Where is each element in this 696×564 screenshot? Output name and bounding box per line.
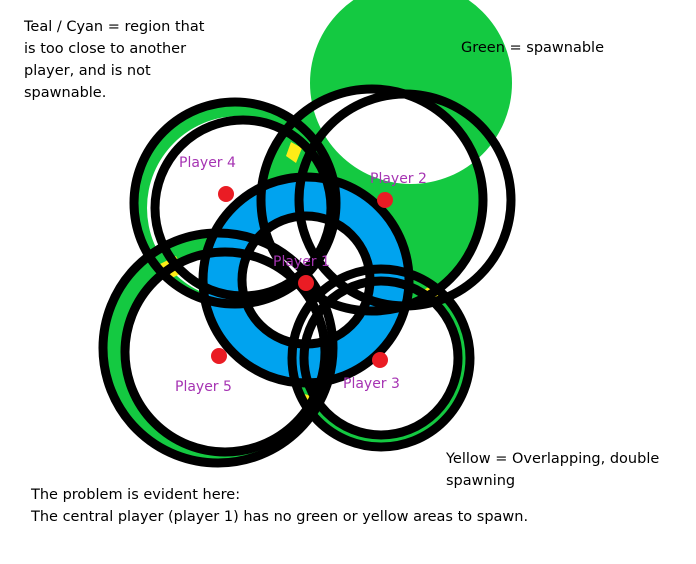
green-legend-line: Green = spawnable <box>461 40 605 56</box>
problem-note: The problem is evident here: The central… <box>31 484 528 528</box>
player-dots <box>211 186 393 368</box>
yellow-legend-line: Yellow = Overlapping, double <box>446 451 660 467</box>
player-label-4: Player 4 <box>179 155 236 171</box>
yellow-legend: Yellow = Overlapping, double spawning <box>446 448 659 492</box>
teal-legend: Teal / Cyan = region that is too close t… <box>24 16 204 104</box>
player-dot-2 <box>377 192 393 208</box>
player-label-2: Player 2 <box>370 171 427 187</box>
outline-player-5-inner <box>120 247 330 457</box>
outline-player-2-inner <box>256 84 488 316</box>
problem-note-line: The central player (player 1) has no gre… <box>31 509 529 525</box>
player-dot-3 <box>372 352 388 368</box>
overlap-wedge-top <box>286 142 302 163</box>
outline-player-3-inner <box>299 276 463 440</box>
player-label-3: Player 3 <box>343 376 400 392</box>
problem-note-line: The problem is evident here: <box>31 487 241 503</box>
outline-player-4-inner <box>150 115 336 301</box>
yellow-legend-line: spawning <box>446 473 516 489</box>
teal-legend-line: spawnable. <box>24 85 107 101</box>
player-dot-4 <box>218 186 234 202</box>
player-labels: Player 1 Player 2 Player 3 Player 4 Play… <box>175 155 427 395</box>
player-dot-1 <box>298 275 314 291</box>
player-label-5: Player 5 <box>175 379 232 395</box>
outline-player-4-outer <box>129 97 341 309</box>
outline-player-3-outer <box>287 264 475 452</box>
ring-outlines <box>98 84 516 468</box>
outline-player-5-outer <box>98 228 338 468</box>
player-label-1: Player 1 <box>273 254 330 270</box>
green-legend: Green = spawnable <box>461 37 604 59</box>
teal-legend-line: player, and is not <box>24 63 151 79</box>
player-dot-5 <box>211 348 227 364</box>
teal-legend-line: Teal / Cyan = region that <box>24 19 205 35</box>
teal-legend-line: is too close to another <box>24 41 187 57</box>
